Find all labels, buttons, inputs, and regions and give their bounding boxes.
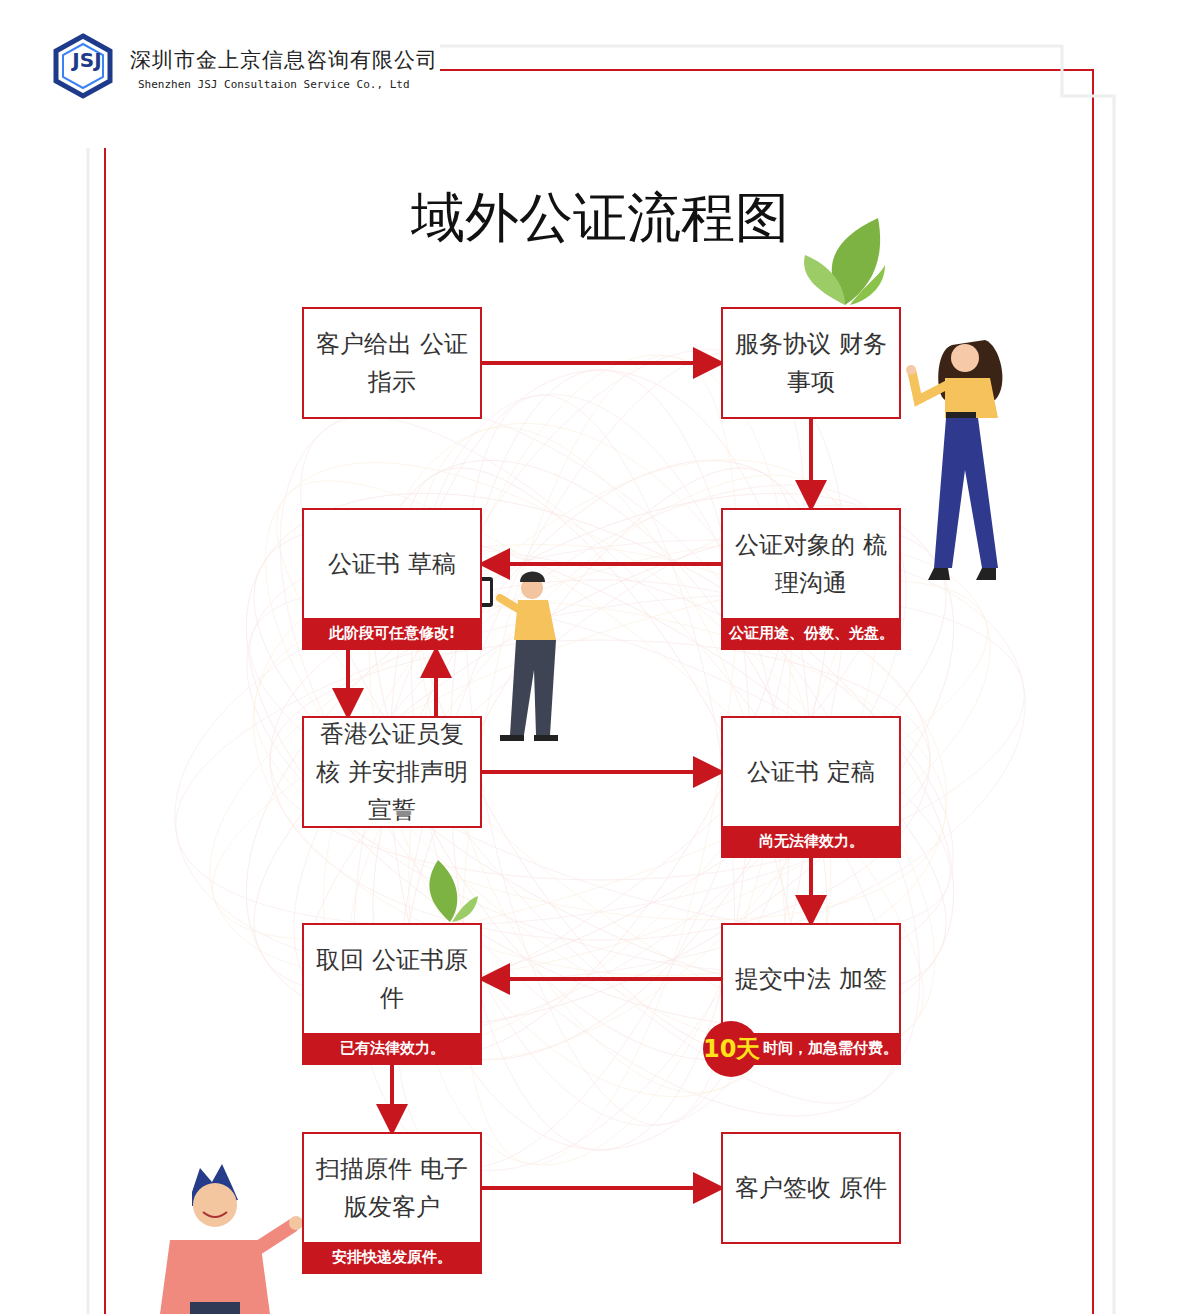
guilloche-stroke: [157, 383, 1042, 1137]
days-badge: 10天: [703, 1021, 759, 1077]
process-box: 扫描原件 电子版发客户安排快递发原件。: [302, 1132, 482, 1274]
guilloche-stroke: [209, 405, 991, 1116]
process-box: 取回 公证书原件已有法律效力。: [302, 923, 482, 1065]
guilloche-stroke: [209, 334, 992, 1186]
flow-arrow: [390, 1065, 394, 1132]
guilloche-stroke: [157, 383, 1042, 1137]
box-body: 服务协议 财务事项: [723, 309, 899, 417]
flow-arrow: [809, 858, 813, 923]
process-box: 公证书 定稿尚无法律效力。: [721, 716, 901, 858]
box-text: 服务协议 财务事项: [731, 325, 891, 401]
note-band: 已有法律效力。: [304, 1033, 480, 1063]
process-box: 客户签收 原件: [721, 1132, 901, 1244]
logo-text: JSJ: [60, 48, 114, 72]
guilloche-stroke: [140, 479, 1060, 1042]
box-body: 扫描原件 电子版发客户: [304, 1134, 480, 1242]
guilloche-stroke: [270, 580, 930, 940]
process-box: 服务协议 财务事项: [721, 307, 901, 419]
frame-shadow: [87, 148, 90, 1314]
frame-line: [440, 70, 1093, 1314]
guilloche-stroke: [187, 435, 1012, 1085]
diagram-title: 域外公证流程图: [0, 182, 1200, 255]
guilloche-stroke: [201, 384, 999, 1135]
guilloche-stroke: [187, 435, 1012, 1085]
box-body: 香港公证员复核 并安排声明宣誓: [304, 718, 480, 826]
box-text: 提交中法 加签: [735, 960, 887, 998]
company-name-en: Shenzhen JSJ Consultaion Service Co., Lt…: [138, 78, 410, 91]
box-text: 扫描原件 电子版发客户: [312, 1150, 472, 1226]
process-box: 香港公证员复核 并安排声明宣誓: [302, 716, 482, 828]
guilloche-stroke: [214, 357, 986, 1163]
guilloche-stroke: [279, 384, 921, 1136]
note-text: 已有法律效力。: [340, 1039, 445, 1057]
flow-arrow: [482, 770, 721, 774]
guilloche-stroke: [450, 370, 750, 1150]
note-band: 安排快递发原件。: [304, 1242, 480, 1272]
guilloche-stroke: [256, 284, 945, 1236]
note-band: 10天时间，加急需付费。: [723, 1033, 899, 1063]
note-text: 时间，加急需付费。: [763, 1039, 898, 1057]
note-text: 安排快递发原件。: [332, 1248, 452, 1266]
box-body: 公证书 草稿: [304, 510, 480, 618]
note-text: 公证用途、份数、光盘。: [729, 624, 894, 642]
note-band: 公证用途、份数、光盘。: [723, 618, 899, 648]
leaf-plant: [429, 860, 478, 922]
box-text: 客户签收 原件: [735, 1169, 887, 1207]
flow-arrow: [482, 361, 721, 365]
flow-arrow: [482, 977, 721, 981]
guilloche-stroke: [150, 538, 1049, 983]
box-text: 公证书 定稿: [747, 753, 875, 791]
flow-arrow: [346, 650, 350, 716]
box-body: 客户签收 原件: [723, 1134, 899, 1242]
note-band: 尚无法律效力。: [723, 826, 899, 856]
flow-arrow: [482, 562, 721, 566]
guilloche-stroke: [153, 451, 1047, 1070]
guilloche-stroke: [283, 359, 917, 1160]
leaf-plant: [804, 218, 885, 305]
guilloche-stroke: [239, 430, 960, 1090]
note-text: 尚无法律效力。: [759, 832, 864, 850]
guilloche-stroke: [170, 359, 1030, 1162]
box-body: 客户给出 公证指示: [304, 309, 480, 417]
process-box: 客户给出 公证指示: [302, 307, 482, 419]
note-band: 此阶段可任意修改!: [304, 618, 480, 648]
woman-figure: [906, 340, 1002, 580]
flow-arrow: [809, 419, 813, 508]
flow-arrow: [434, 650, 438, 716]
company-name: 深圳市金上京信息咨询有限公司: [130, 46, 438, 74]
box-body: 提交中法 加签: [723, 925, 899, 1033]
flow-arrow: [482, 1186, 721, 1190]
guilloche-stroke: [312, 305, 888, 1216]
box-body: 公证书 定稿: [723, 718, 899, 826]
guilloche: [140, 284, 1060, 1236]
box-text: 公证对象的 梳理沟通: [731, 526, 891, 602]
box-text: 公证书 草稿: [328, 545, 456, 583]
frame-line: [104, 148, 106, 1314]
guilloche-stroke: [163, 296, 1038, 1225]
box-body: 公证对象的 梳理沟通: [723, 510, 899, 618]
box-text: 客户给出 公证指示: [312, 325, 472, 401]
man-figure: [160, 1164, 303, 1314]
guilloche-stroke: [270, 640, 930, 880]
note-text: 此阶段可任意修改!: [329, 624, 456, 642]
process-box: 提交中法 加签 10天时间，加急需付费。: [721, 923, 901, 1065]
man-with-tablet: [473, 572, 558, 742]
process-box: 公证对象的 梳理沟通公证用途、份数、光盘。: [721, 508, 901, 650]
box-body: 取回 公证书原件: [304, 925, 480, 1033]
box-text: 取回 公证书原件: [312, 941, 472, 1017]
process-box: 公证书 草稿此阶段可任意修改!: [302, 508, 482, 650]
box-text: 香港公证员复核 并安排声明宣誓: [312, 715, 472, 829]
